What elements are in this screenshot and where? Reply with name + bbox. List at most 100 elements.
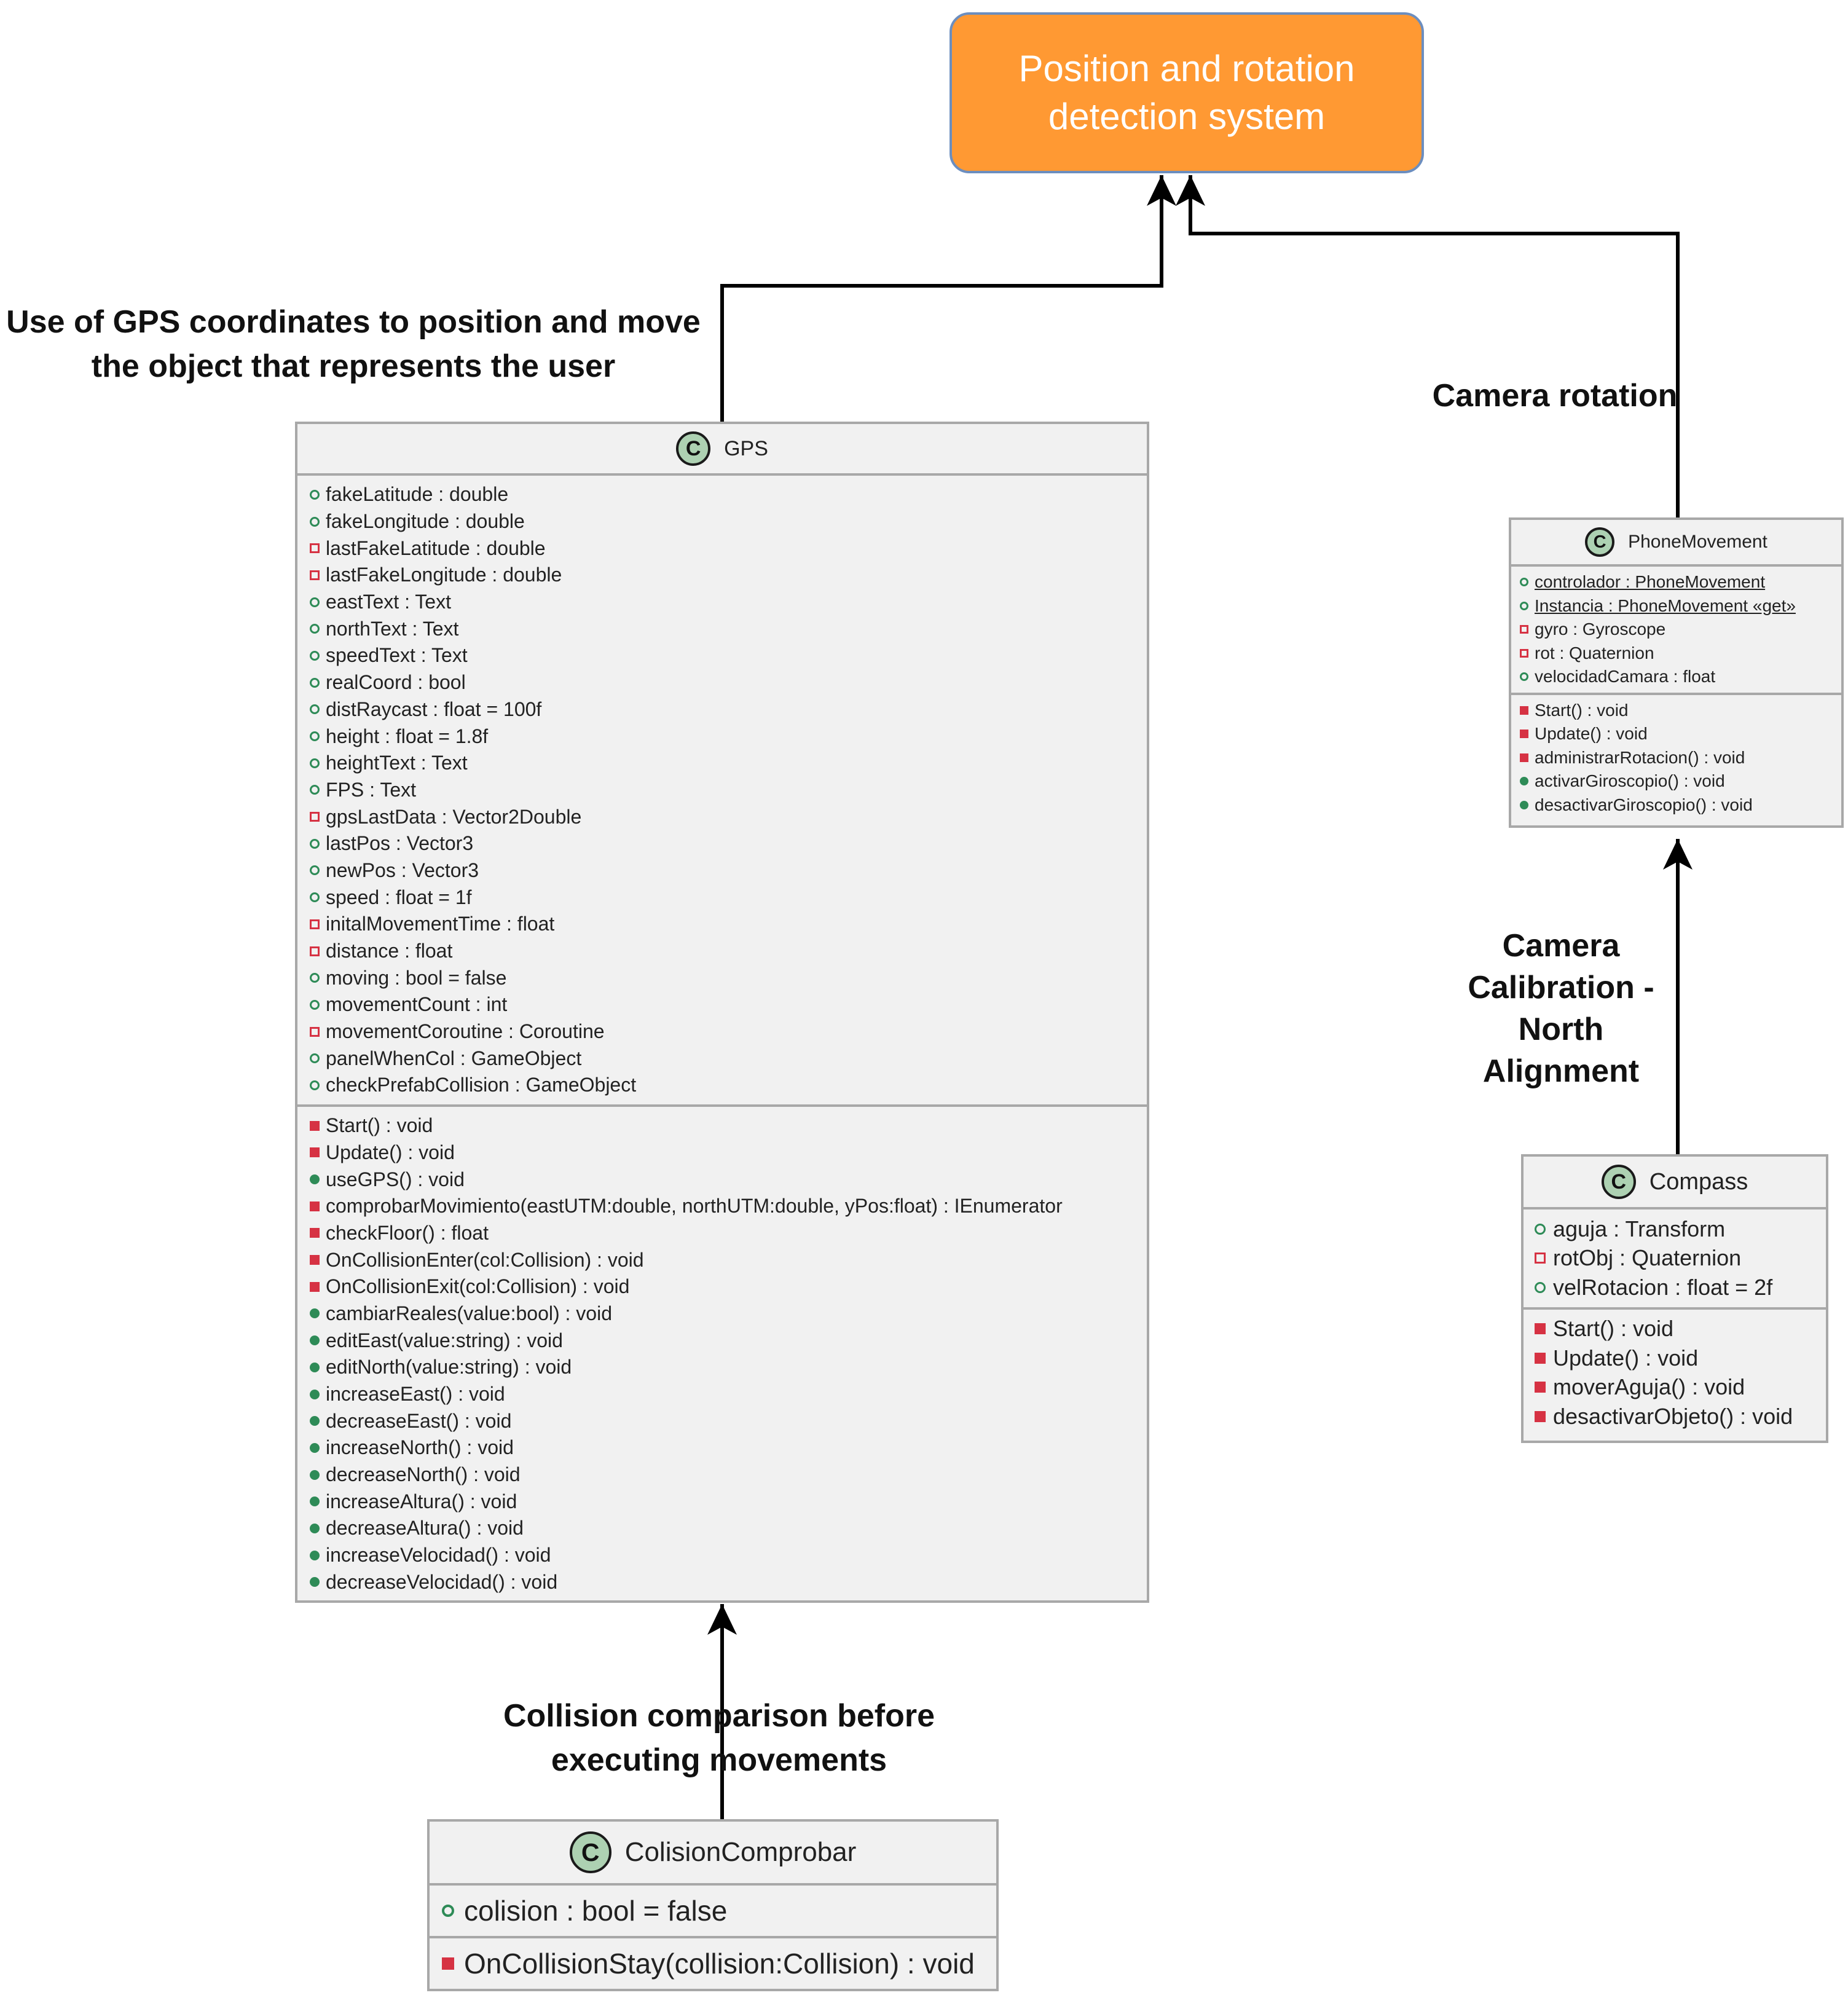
member-text: increaseEast() : void — [326, 1383, 505, 1406]
private-visibility-icon — [1520, 753, 1528, 762]
class-attribute: controlador : PhoneMovement — [1511, 570, 1841, 594]
class-attribute: panelWhenCol : GameObject — [297, 1045, 1147, 1072]
private-visibility-icon — [310, 1228, 320, 1238]
public-visibility-icon — [1520, 672, 1528, 682]
class-attribute: gyro : Gyroscope — [1511, 618, 1841, 642]
class-method: decreaseEast() : void — [297, 1407, 1147, 1434]
member-text: administrarRotacion() : void — [1535, 747, 1745, 767]
class-method: decreaseAltura() : void — [297, 1515, 1147, 1542]
class-attribute: Instancia : PhoneMovement «get» — [1511, 594, 1841, 618]
class-attribute: speedText : Text — [297, 642, 1147, 669]
member-text: activarGiroscopio() : void — [1535, 771, 1725, 791]
private-visibility-icon — [310, 1281, 320, 1292]
member-text: fakeLatitude : double — [326, 483, 509, 506]
public-visibility-icon — [310, 624, 320, 634]
member-text: northText : Text — [326, 617, 459, 640]
member-text: Update() : void — [1553, 1345, 1699, 1371]
class-method: administrarRotacion() : void — [1511, 746, 1841, 770]
camera-rotation-label: Camera rotation — [1432, 378, 1678, 414]
compass-to-phone-arrowhead — [1663, 839, 1693, 870]
public-visibility-icon — [310, 1080, 320, 1090]
member-text: increaseAltura() : void — [326, 1490, 517, 1512]
public-visibility-icon — [310, 597, 320, 607]
private-visibility-icon — [1535, 1323, 1546, 1335]
member-text: distance : float — [326, 940, 453, 962]
public-visibility-icon — [310, 1523, 320, 1533]
private-visibility-icon — [1535, 1352, 1546, 1364]
class-attribute: speed : float = 1f — [297, 884, 1147, 911]
member-text: desactivarObjeto() : void — [1553, 1403, 1793, 1429]
member-text: initalMovementTime : float — [326, 913, 555, 935]
class-method: Start() : void — [1511, 699, 1841, 723]
gps-usage-label: Use of GPS coordinates to position and m… — [6, 304, 701, 384]
member-text: cambiarReales(value:bool) : void — [326, 1302, 612, 1324]
public-visibility-icon — [442, 1905, 454, 1917]
public-visibility-icon — [1520, 777, 1528, 786]
collision-comparison-label: Collision comparison before executing mo… — [503, 1698, 935, 1778]
private-visibility-icon — [1520, 648, 1528, 658]
member-text: Update() : void — [326, 1141, 455, 1163]
public-visibility-icon — [310, 704, 320, 715]
member-text: rotObj : Quaternion — [1553, 1245, 1742, 1271]
class-attribute: rotObj : Quaternion — [1524, 1244, 1826, 1273]
private-visibility-icon — [442, 1957, 454, 1970]
class-method: desactivarObjeto() : void — [1524, 1402, 1826, 1431]
public-visibility-icon — [310, 1416, 320, 1426]
member-text: desactivarGiroscopio() : void — [1535, 795, 1753, 814]
member-text: gyro : Gyroscope — [1535, 619, 1666, 639]
private-visibility-icon — [310, 1120, 320, 1131]
member-text: OnCollisionExit(col:Collision) : void — [326, 1275, 630, 1298]
private-visibility-icon — [1535, 1410, 1546, 1422]
public-visibility-icon — [1520, 578, 1528, 587]
public-visibility-icon — [310, 1497, 320, 1507]
member-text: gpsLastData : Vector2Double — [326, 805, 582, 828]
class-method: moverAguja() : void — [1524, 1373, 1826, 1402]
colision-methods-section: OnCollisionStay(collision:Collision) : v… — [430, 1938, 996, 1989]
class-attribute: gpsLastData : Vector2Double — [297, 803, 1147, 830]
class-method: Start() : void — [1524, 1315, 1826, 1344]
gps-attributes-section: fakeLatitude : double fakeLongitude : dou… — [297, 476, 1147, 1107]
member-text: comprobarMovimiento(eastUTM:double, nort… — [326, 1195, 1063, 1217]
member-text: fakeLongitude : double — [326, 510, 525, 533]
member-text: velRotacion : float = 2f — [1553, 1274, 1773, 1300]
member-text: editNorth(value:string) : void — [326, 1356, 572, 1379]
gps-to-system-arrowhead — [1147, 175, 1176, 206]
member-text: speed : float = 1f — [326, 886, 472, 908]
private-visibility-icon — [310, 1201, 320, 1211]
private-visibility-icon — [1520, 730, 1528, 739]
class-method: useGPS() : void — [297, 1166, 1147, 1193]
public-visibility-icon — [310, 1335, 320, 1346]
member-text: moving : bool = false — [326, 966, 507, 989]
member-text: speedText : Text — [326, 644, 468, 667]
member-text: useGPS() : void — [326, 1168, 465, 1190]
class-attribute: fakeLatitude : double — [297, 481, 1147, 508]
class-method: editEast(value:string) : void — [297, 1327, 1147, 1354]
member-text: FPS : Text — [326, 778, 417, 801]
class-attribute: rot : Quaternion — [1511, 642, 1841, 666]
phone-to-system-arrow — [1189, 175, 1680, 519]
class-method: decreaseVelocidad() : void — [297, 1569, 1147, 1596]
class-method: increaseEast() : void — [297, 1381, 1147, 1408]
member-text: increaseVelocidad() : void — [326, 1544, 551, 1567]
public-visibility-icon — [310, 1174, 320, 1185]
private-visibility-icon — [1535, 1382, 1546, 1393]
private-visibility-icon — [310, 570, 320, 580]
class-method: Update() : void — [297, 1139, 1147, 1166]
class-attribute: FPS : Text — [297, 777, 1147, 804]
phone-class-name: PhoneMovement — [1628, 532, 1767, 552]
class-method: Update() : void — [1511, 722, 1841, 746]
public-visibility-icon — [1535, 1281, 1546, 1293]
class-method: Update() : void — [1524, 1343, 1826, 1373]
member-text: Update() : void — [1535, 724, 1648, 744]
member-text: movementCount : int — [326, 993, 508, 1016]
class-method: editNorth(value:string) : void — [297, 1354, 1147, 1381]
member-text: Instancia : PhoneMovement «get» — [1535, 596, 1796, 615]
